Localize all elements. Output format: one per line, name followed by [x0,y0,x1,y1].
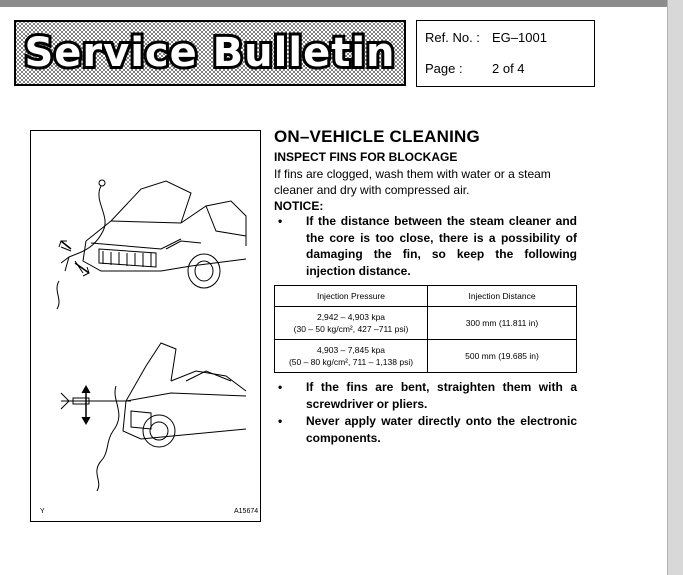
reference-box: Ref. No. : EG–1001 Page : 2 of 4 [416,20,595,87]
section-title: ON–VEHICLE CLEANING [274,127,480,146]
injection-table: Injection Pressure Injection Distance 2,… [274,285,577,373]
figure-code: A15674 [234,508,259,515]
column-header-distance: Injection Distance [427,285,577,307]
notice-label: NOTICE: [274,199,324,213]
vehicle-cleaning-illustration [56,179,247,492]
table-header-row: Injection Pressure Injection Distance [274,285,577,307]
illustration-box: Y A15674 [30,130,261,522]
page-value: 2 of 4 [492,61,525,76]
bullet-text: If the fins are bent, straighten them wi… [306,380,577,411]
page-label: Page : [425,61,463,76]
scrollbar[interactable] [667,0,683,575]
bullet-dot: • [278,214,283,228]
distance-cell: 500 mm (19.685 in) [427,339,577,373]
window-top-bar [0,0,683,7]
ref-number-row: Ref. No. : EG–1001 [425,30,547,45]
bullet-text: If the distance between the steam cleane… [306,214,577,278]
page-row: Page : 2 of 4 [425,61,525,76]
table-row: 2,942 – 4,903 kpa (30 – 50 kg/cm², 427 –… [274,306,577,340]
notice-bullet: • If the distance between the steam clea… [274,213,577,279]
pressure-cell: 2,942 – 4,903 kpa (30 – 50 kg/cm², 427 –… [274,306,428,340]
section-subtitle: INSPECT FINS FOR BLOCKAGE [274,150,458,164]
notice-bullet: • Never apply water directly onto the el… [274,413,577,446]
bullet-dot: • [278,414,283,428]
pressure-alt-units: (50 – 80 kg/cm², 711 – 1,138 psi) [288,357,414,367]
bullet-text: Never apply water directly onto the elec… [306,414,577,445]
column-header-pressure: Injection Pressure [274,285,428,307]
intro-paragraph: If fins are clogged, wash them with wate… [274,167,551,197]
ref-number-value: EG–1001 [492,30,547,45]
pressure-cell: 4,903 – 7,845 kpa (50 – 80 kg/cm², 711 –… [274,339,428,373]
pressure-kpa: 4,903 – 7,845 kpa [316,345,386,355]
procedure-content: ON–VEHICLE CLEANING INSPECT FINS FOR BLO… [274,127,577,446]
notice-bullet: • If the fins are bent, straighten them … [274,379,577,412]
distance-cell: 300 mm (11.811 in) [427,306,577,340]
figure-code-left: Y [40,508,45,515]
table-row: 4,903 – 7,845 kpa (50 – 80 kg/cm², 711 –… [274,339,577,373]
bullet-dot: • [278,380,283,394]
ref-number-label: Ref. No. : [425,30,480,45]
pressure-kpa: 2,942 – 4,903 kpa [316,312,386,322]
pressure-alt-units: (30 – 50 kg/cm², 427 –711 psi) [293,324,409,334]
